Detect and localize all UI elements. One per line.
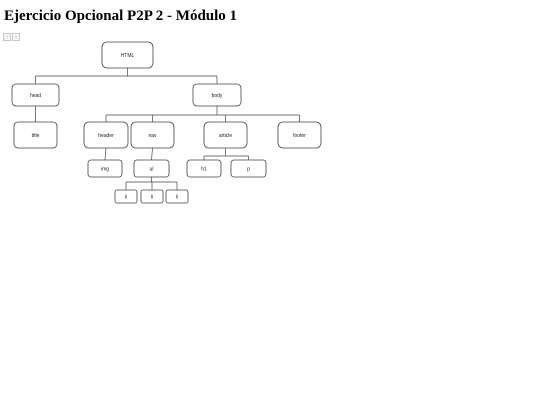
tree-node-label: head — [30, 93, 41, 99]
tree-node-label: li — [125, 194, 127, 200]
page-title: Ejercicio Opcional P2P 2 - Módulo 1 — [4, 8, 238, 24]
tree-node-ul: ul — [133, 159, 170, 178]
tree-node-box — [11, 83, 60, 107]
tree-node-p: p — [230, 159, 267, 178]
tree-node-title: title — [13, 121, 58, 149]
tree-node-li2: li — [140, 189, 164, 204]
tree-node-label: ul — [150, 166, 154, 172]
tree-node-box — [13, 121, 58, 149]
tree-node-body: body — [192, 83, 242, 107]
tree-node-box — [277, 121, 322, 149]
slide-controls: ‹ › — [3, 33, 21, 41]
tree-node-box — [165, 189, 189, 204]
prev-button[interactable]: ‹ — [3, 33, 11, 41]
tree-node-label: footer — [293, 133, 306, 139]
tree-node-box — [83, 121, 129, 149]
tree-edge — [151, 147, 153, 161]
tree-node-img: img — [87, 159, 123, 178]
tree-node-head: head — [11, 83, 60, 107]
tree-node-label: HTML — [121, 53, 135, 59]
tree-node-h1: h1 — [186, 159, 222, 178]
tree-node-header: header — [83, 121, 129, 149]
tree-node-label: h1 — [201, 166, 207, 172]
tree-node-box — [203, 121, 248, 149]
tree-node-label: title — [32, 133, 40, 139]
tree-node-box — [101, 41, 154, 69]
next-button[interactable]: › — [12, 33, 20, 41]
tree-node-label: li — [176, 194, 178, 200]
tree-node-box — [87, 159, 123, 178]
tree-node-label: p — [247, 166, 250, 172]
tree-node-box — [114, 189, 138, 204]
tree-nodes: HTML head body title header nav article footer i… — [11, 41, 322, 204]
tree-node-box — [140, 189, 164, 204]
tree-node-article: article — [203, 121, 248, 149]
tree-node-li3: li — [165, 189, 189, 204]
tree-node-label: img — [101, 166, 109, 172]
tree-edges — [35, 68, 300, 190]
tree-edge — [104, 147, 107, 161]
tree-node-nav: nav — [130, 121, 175, 149]
tree-node-label: article — [219, 133, 233, 139]
tree-node-footer: footer — [277, 121, 322, 149]
tree-node-html: HTML — [101, 41, 154, 69]
tree-node-label: header — [98, 133, 114, 139]
tree-node-li1: li — [114, 189, 138, 204]
tree-node-label: li — [151, 194, 153, 200]
tree-node-label: nav — [148, 133, 157, 139]
tree-node-label: body — [212, 93, 223, 99]
tree-node-box — [230, 159, 267, 178]
tree-node-box — [186, 159, 222, 178]
tree-node-box — [192, 83, 242, 107]
tree-node-box — [133, 159, 170, 178]
tree-node-box — [130, 121, 175, 149]
